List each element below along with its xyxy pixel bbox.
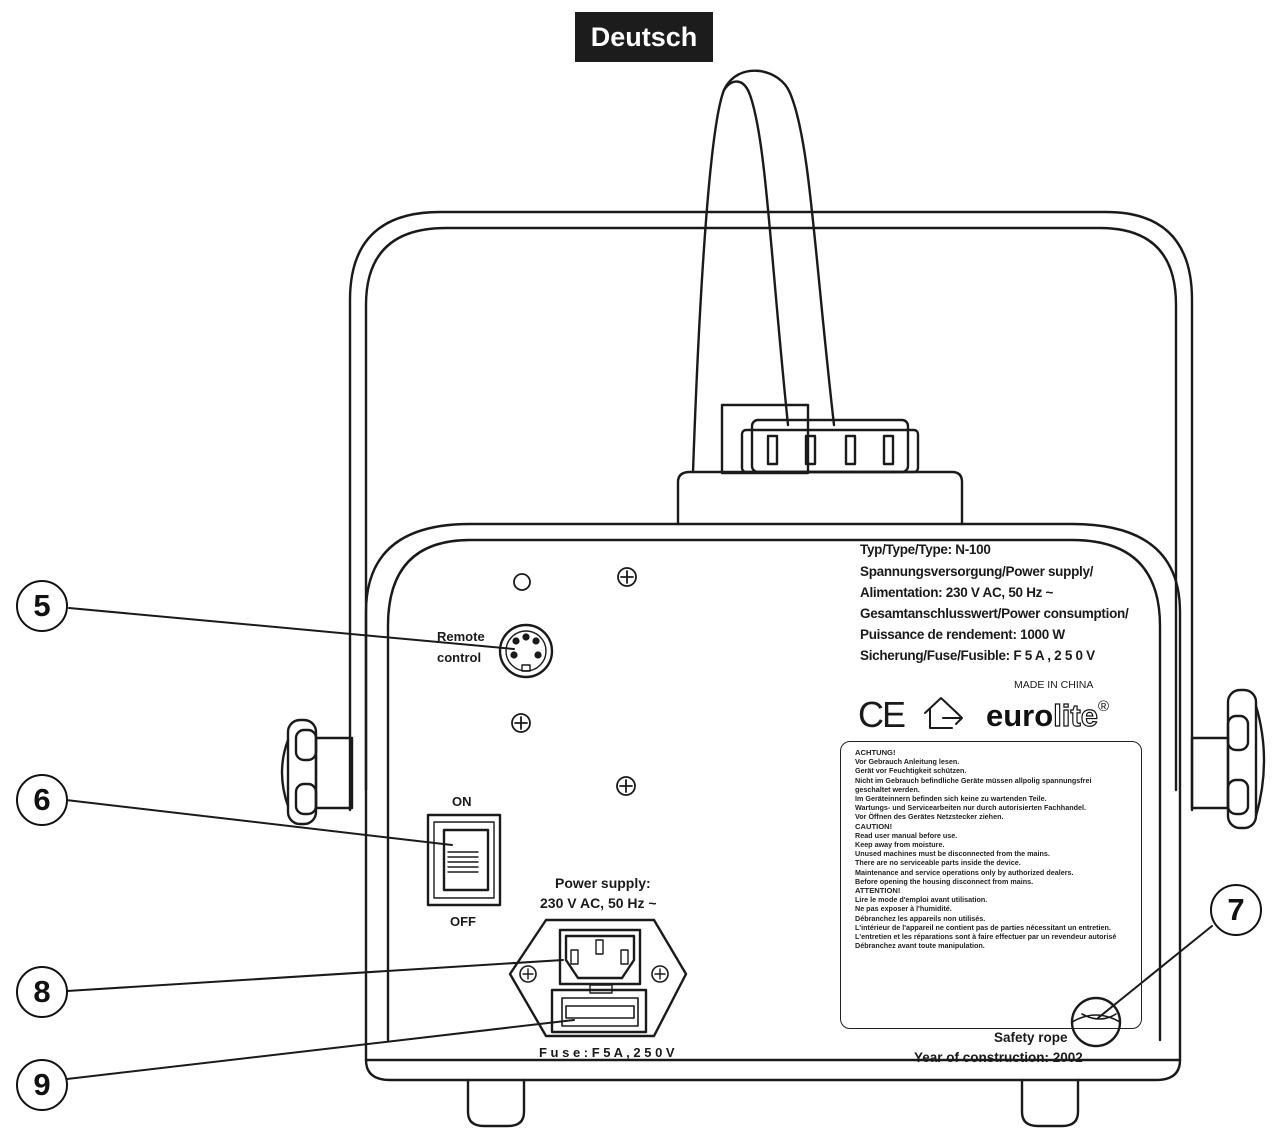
warning-label: ACHTUNG! Vor Gebrauch Anleitung lesen. G… [840,741,1142,1029]
power-supply-label-line1: Power supply: [555,875,651,891]
foot-left [466,1078,526,1128]
power-switch [426,813,502,907]
callout-8: 8 [16,966,68,1018]
housing-outer [364,522,1182,1062]
remote-label-line2: control [437,650,482,665]
eurolite-logo: eurolite® [986,697,1110,734]
warning-line: Débranchez les appareils non utilisés. [855,913,986,923]
bracket-knob-right [1190,688,1266,830]
remote-control-socket [498,623,554,679]
panel-hole [513,573,531,591]
rating-alimentation: Alimentation: 230 V AC, 50 Hz ~ [860,585,1054,600]
screw-top [617,567,637,587]
warning-line: Lire le mode d'emploi avant utilisation. [855,895,988,905]
warning-line: Unused machines must be disconnected fro… [855,849,1050,859]
mounting-bracket [348,210,1194,812]
rating-fuse: Sicherung/Fuse/Fusible: F 5 A , 2 5 0 V [860,648,1095,663]
safety-rope-eyelet [1070,996,1122,1048]
tank-neck [676,470,964,526]
logo-registered: ® [1097,698,1110,715]
warning-line: There are no serviceable parts inside th… [855,858,1021,868]
indoor-use-icon [924,697,963,729]
warning-line: CAUTION! [855,821,893,831]
year-of-construction-label: Year of construction: 2002 [914,1050,1083,1065]
logo-lite: lite [1053,697,1099,733]
switch-off-label: OFF [450,914,476,929]
safety-rope-label: Safety rope [994,1030,1068,1045]
leader-line-8 [66,959,564,992]
leader-line-9 [66,1019,575,1080]
warning-line: Débranchez avant toute manipulation. [855,941,985,951]
rating-puissance: Puissance de rendement: 1000 W [860,627,1065,642]
callout-5: 5 [16,580,68,632]
power-supply-label-line2: 230 V AC, 50 Hz ~ [540,895,657,911]
rating-consumption-heading: Gesamtanschlusswert/Power consumption/ [860,606,1129,621]
fuse-holder [550,984,648,1034]
warning-line: Keep away from moisture. [855,840,945,850]
warning-line: Im Geräteinnern befinden sich keine zu w… [855,794,1047,804]
logo-euro: euro [986,698,1054,733]
leader-line-6 [65,799,453,846]
warning-line: geschaltet werden. [855,784,920,794]
warning-line: Ne pas exposer à l'humidité. [855,904,952,914]
screw-mid [511,713,531,733]
warning-line: Nicht im Gebrauch befindliche Geräte müs… [855,775,1092,785]
warning-line: Before opening the housing disconnect fr… [855,876,1034,886]
warning-line: Gerät vor Feuchtigkeit schützen. [855,766,967,776]
leader-line-7 [1097,925,1213,1019]
leader-line-5 [68,607,515,650]
foot-right [1020,1078,1080,1128]
warning-line: ATTENTION! [855,886,901,896]
fuse-label: F u s e : F 5 A , 2 5 0 V [539,1045,675,1060]
callout-6: 6 [16,774,68,826]
remote-label-line1: Remote [437,629,485,644]
warning-line: Vor Öffnen des Gerätes Netzstecker ziehe… [855,812,1004,822]
tank-holder [720,403,810,475]
housing-rear-panel [386,538,1162,1042]
warning-line: Maintenance and service operations only … [855,867,1074,877]
warning-line: Wartungs- und Servicearbeiten nur durch … [855,803,1086,813]
warning-line: Read user manual before use. [855,830,958,840]
warning-line: L'intérieur de l'appareil ne contient pa… [855,922,1111,932]
fluid-hose [691,80,790,474]
rating-power-supply-heading: Spannungsversorgung/Power supply/ [860,564,1094,579]
rating-type: Typ/Type/Type: N-100 [860,542,991,557]
callout-7: 7 [1210,884,1262,936]
power-inlet [508,918,688,1038]
ce-mark: CE [858,694,906,735]
warning-line: ACHTUNG! [855,748,896,757]
warning-line: Vor Gebrauch Anleitung lesen. [855,757,960,767]
screw-lower [616,776,636,796]
callout-9: 9 [16,1059,68,1111]
bracket-knob-left [280,718,354,826]
language-tab: Deutsch [575,12,713,62]
made-in-label: MADE IN CHINA [1014,679,1094,691]
switch-on-label: ON [452,794,472,809]
warning-line: L'entretien et les réparations sont à fa… [855,932,1117,942]
